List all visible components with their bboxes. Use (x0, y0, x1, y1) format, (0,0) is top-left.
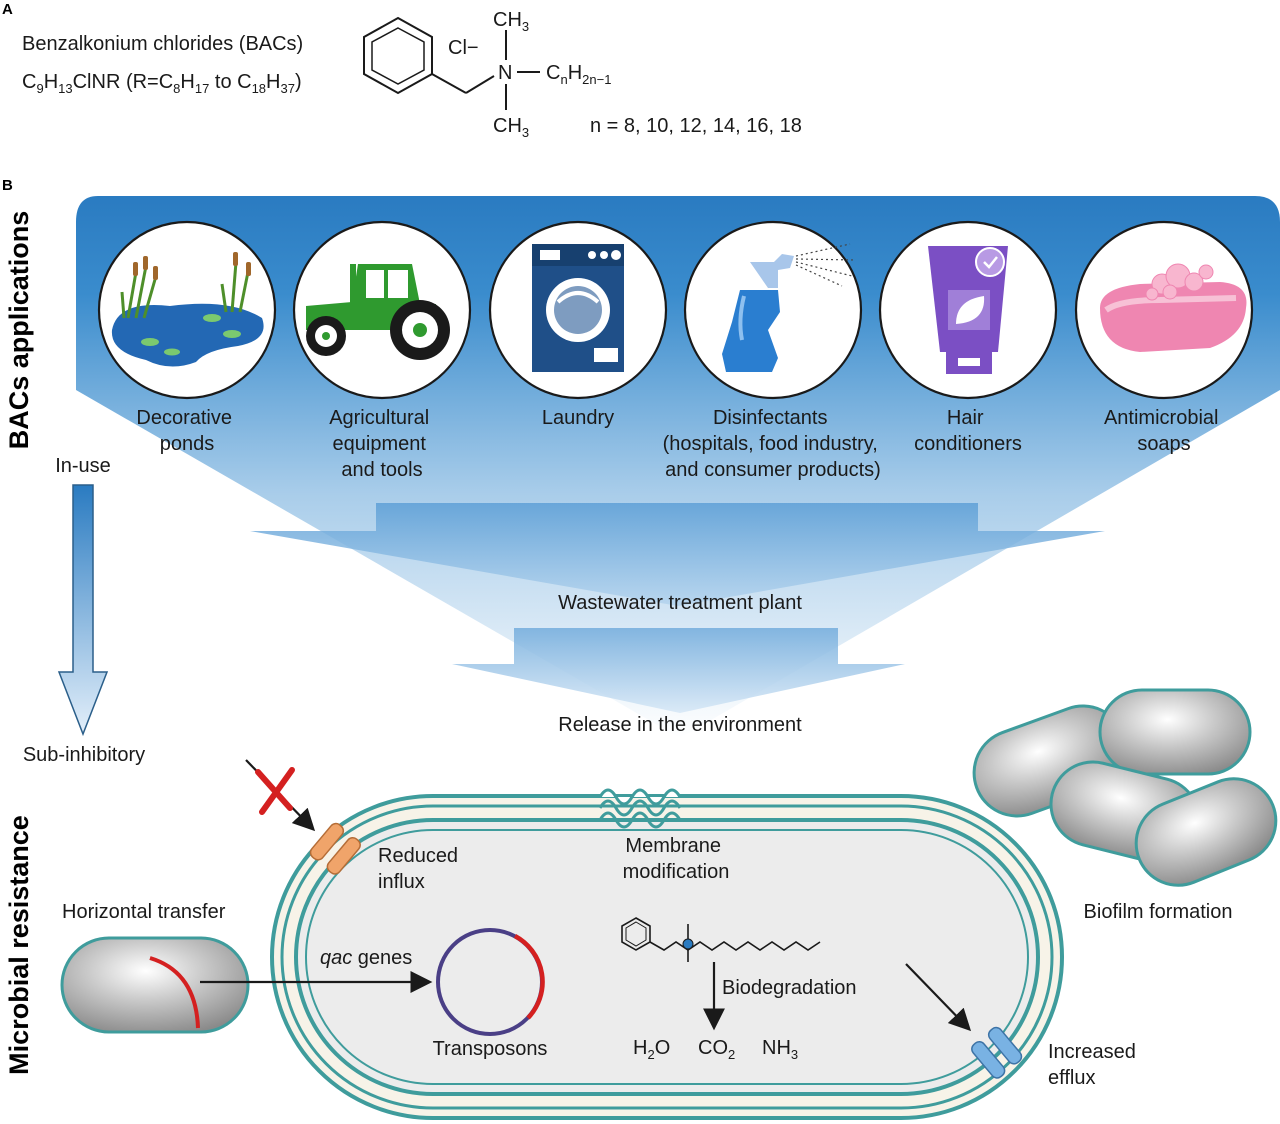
transposon-gene-arc (513, 934, 545, 1020)
pond-icon (111, 252, 264, 367)
benzene-ring (363, 16, 433, 95)
influx-channel-icon (309, 822, 361, 875)
panel-b-label: B (2, 177, 13, 194)
donor-gene-arc (149, 956, 200, 1029)
concentration-arrow (57, 484, 109, 737)
biofilm-cluster (972, 688, 1278, 887)
donor-bacterium (60, 936, 250, 1034)
app-label-1: Agricultural equipment and tools (329, 407, 435, 481)
wastewater-label: Wastewater treatment plant (558, 592, 802, 614)
conditioner-tube-icon (928, 246, 1008, 374)
biofilm-label: Biofilm formation (1084, 901, 1233, 923)
biofilm-bacterium (1134, 777, 1278, 887)
alkyl-chain: CnH2n−1 (546, 62, 611, 87)
release-label: Release in the environment (558, 714, 802, 736)
transposons-label: Transposons (433, 1038, 548, 1060)
spray-bottle-icon (722, 243, 857, 372)
panel-a-label: A (2, 1, 13, 18)
efflux-channel-icon (971, 1026, 1023, 1079)
converge-arrow-1 (250, 503, 1105, 606)
horizontal-transfer-label: Horizontal transfer (62, 901, 226, 923)
qac-genes-label: qac genes (320, 947, 412, 969)
app-label-0: Decorative ponds (136, 407, 237, 455)
efflux-arrow (905, 963, 972, 1032)
nitrogen-dot-icon (682, 938, 694, 950)
app-label-3: Disinfectants (hospitals, food industry,… (663, 407, 884, 481)
increased-efflux-label: Increased efflux (1048, 1041, 1141, 1089)
chloride-ion: Cl− (448, 37, 479, 59)
sub-inhibitory-label: Sub-inhibitory (23, 744, 145, 766)
bac-name: Benzalkonium chlorides (BACs) (22, 33, 303, 55)
membrane-label: Membrane modification (623, 835, 730, 883)
red-x-icon (255, 767, 295, 815)
app-label-5: Antimicrobial soaps (1104, 407, 1224, 455)
app-label-4: Hair conditioners (914, 407, 1022, 455)
bac-structure (363, 16, 540, 110)
benzene-inner (371, 27, 425, 85)
app-label-2: Laundry (542, 407, 614, 429)
side-label-resistance: Microbial resistance (4, 815, 34, 1075)
side-label-applications: BACs applications (4, 211, 34, 450)
ch3-bottom: CH3 (493, 115, 529, 140)
in-use-label: In-use (55, 455, 111, 477)
ch3-top: CH3 (493, 9, 529, 34)
washing-machine-icon (532, 244, 624, 372)
nitrogen-atom: N (498, 62, 512, 84)
n-values: n = 8, 10, 12, 14, 16, 18 (590, 115, 802, 137)
app-labels: Decorative ponds Agricultural equipment … (136, 407, 1224, 481)
bac-formula: C9H13ClNR (R=C8H17 to C18H37) (22, 71, 302, 96)
biodegradation-label: Biodegradation (722, 977, 857, 999)
bacterial-cell (270, 794, 1064, 1120)
biofilm-bacterium (1098, 688, 1252, 776)
reduced-influx-label: Reduced influx (378, 845, 464, 893)
tractor-icon (306, 264, 450, 360)
soap-icon (1100, 263, 1247, 352)
product-h2o: H2O (633, 1037, 670, 1062)
converge-arrow-2 (452, 628, 905, 713)
membrane-wave (598, 788, 682, 829)
